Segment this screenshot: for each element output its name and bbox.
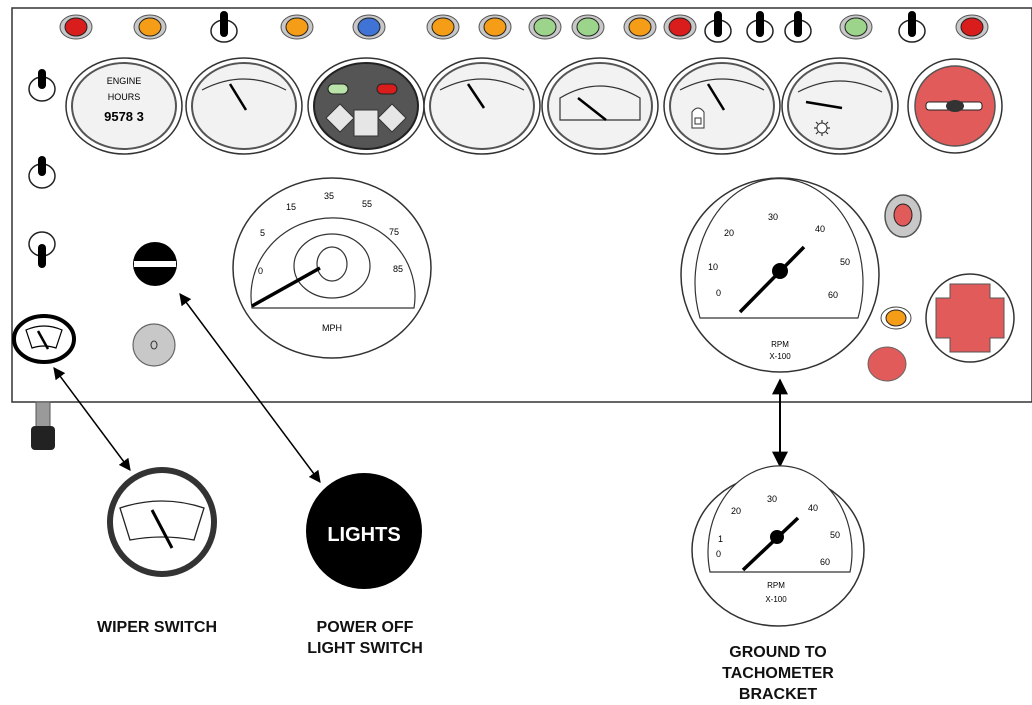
tick-label: 50 bbox=[840, 257, 850, 267]
lever-icon bbox=[31, 401, 55, 450]
power-off-caption: POWER OFF bbox=[316, 619, 414, 636]
indicator-light bbox=[955, 14, 989, 40]
indicator-light bbox=[426, 14, 460, 40]
tick-label: 0 bbox=[716, 288, 721, 298]
pilot-light bbox=[884, 194, 922, 238]
indicator-light bbox=[663, 14, 697, 40]
lights-button[interactable]: LIGHTS bbox=[306, 473, 422, 589]
tick-label: 60 bbox=[820, 557, 830, 567]
gauge bbox=[541, 57, 659, 155]
speedometer-unit: MPH bbox=[322, 323, 342, 333]
master-key-switch[interactable] bbox=[907, 58, 1003, 154]
toggle-switch[interactable] bbox=[210, 11, 238, 43]
engine-hours-title: ENGINE bbox=[107, 76, 142, 86]
callout-arrow bbox=[53, 367, 131, 471]
toggle-switch[interactable] bbox=[28, 156, 56, 189]
indicator-light bbox=[133, 14, 167, 40]
tick-label: 35 bbox=[324, 191, 334, 201]
indicator-light bbox=[839, 14, 873, 40]
indicator-light bbox=[623, 14, 657, 40]
toggle-switch[interactable] bbox=[746, 11, 774, 43]
callout-arrow bbox=[179, 293, 321, 483]
indicator-light bbox=[280, 14, 314, 40]
indicator-light bbox=[528, 14, 562, 40]
indicator-light bbox=[352, 14, 386, 40]
red-push-button[interactable] bbox=[867, 346, 907, 382]
engine-hours-gauge: ENGINE HOURS 9578 3 bbox=[65, 57, 183, 155]
tachometer-unit: X-100 bbox=[765, 595, 787, 604]
tick-label: 20 bbox=[724, 228, 734, 238]
emergency-stop-button[interactable] bbox=[925, 273, 1015, 363]
tick-label: 0 bbox=[258, 266, 263, 276]
engine-hours-title: HOURS bbox=[108, 92, 141, 102]
oil-pressure-gauge bbox=[781, 57, 899, 155]
gauge bbox=[423, 57, 541, 155]
tick-label: 5 bbox=[260, 228, 265, 238]
power-switch-knob[interactable] bbox=[133, 242, 177, 286]
indicator-light bbox=[59, 14, 93, 40]
indicator-light bbox=[571, 14, 605, 40]
tick-label: 50 bbox=[830, 530, 840, 540]
tick-label: 40 bbox=[808, 503, 818, 513]
tick-label: 10 bbox=[708, 262, 718, 272]
ground-label: GROUND TO TACHOMETER BRACKET bbox=[692, 642, 864, 705]
wiper-switch-icon[interactable] bbox=[12, 314, 76, 364]
speedometer: 0 5 15 35 55 75 85 MPH bbox=[232, 177, 432, 359]
ground-caption: GROUND TO bbox=[729, 644, 827, 661]
tick-label: 60 bbox=[828, 290, 838, 300]
tick-label: 20 bbox=[731, 506, 741, 516]
tick-label: 75 bbox=[389, 227, 399, 237]
tick-label: 1 bbox=[718, 534, 723, 544]
dimmer-knob[interactable] bbox=[132, 323, 176, 367]
tick-label: 30 bbox=[767, 494, 777, 504]
tick-label: 30 bbox=[768, 212, 778, 222]
tachometer-unit: RPM bbox=[767, 581, 785, 590]
lights-button-label: LIGHTS bbox=[327, 524, 400, 546]
tick-label: 15 bbox=[286, 202, 296, 212]
indicator-cluster bbox=[307, 57, 425, 155]
tick-label: 40 bbox=[815, 224, 825, 234]
toggle-switch[interactable] bbox=[704, 11, 732, 43]
indicator-light bbox=[478, 14, 512, 40]
tick-label: 0 bbox=[716, 549, 721, 559]
tachometer-unit: RPM bbox=[771, 340, 789, 349]
tick-label: 85 bbox=[393, 264, 403, 274]
wiper-switch-label: WIPER SWITCH bbox=[72, 617, 242, 638]
toggle-switch[interactable] bbox=[28, 231, 56, 268]
toggle-switch[interactable] bbox=[28, 69, 56, 102]
toggle-switch[interactable] bbox=[784, 11, 812, 43]
gear-icon bbox=[814, 120, 830, 136]
ground-caption: TACHOMETER bbox=[722, 665, 834, 682]
tachometer: 0 10 20 30 40 50 60 RPM X-100 bbox=[680, 177, 880, 373]
tachometer-detail: 0 1 20 30 40 50 60 RPM X-100 bbox=[691, 465, 865, 627]
wiper-switch-detail bbox=[107, 467, 217, 577]
wiper-switch-caption: WIPER SWITCH bbox=[97, 619, 217, 636]
indicator-row bbox=[59, 11, 989, 43]
power-off-caption: LIGHT SWITCH bbox=[307, 640, 423, 657]
tachometer-unit: X-100 bbox=[769, 352, 791, 361]
toggle-switch[interactable] bbox=[898, 11, 926, 43]
engine-hours-value: 9578 3 bbox=[104, 109, 144, 124]
gauge bbox=[185, 57, 303, 155]
tick-label: 55 bbox=[362, 199, 372, 209]
coolant-temp-gauge bbox=[663, 57, 781, 155]
indicator-light bbox=[880, 306, 912, 330]
power-off-label: POWER OFF LIGHT SWITCH bbox=[282, 617, 448, 659]
thermometer-icon bbox=[691, 107, 705, 129]
ground-caption: BRACKET bbox=[738, 686, 818, 703]
